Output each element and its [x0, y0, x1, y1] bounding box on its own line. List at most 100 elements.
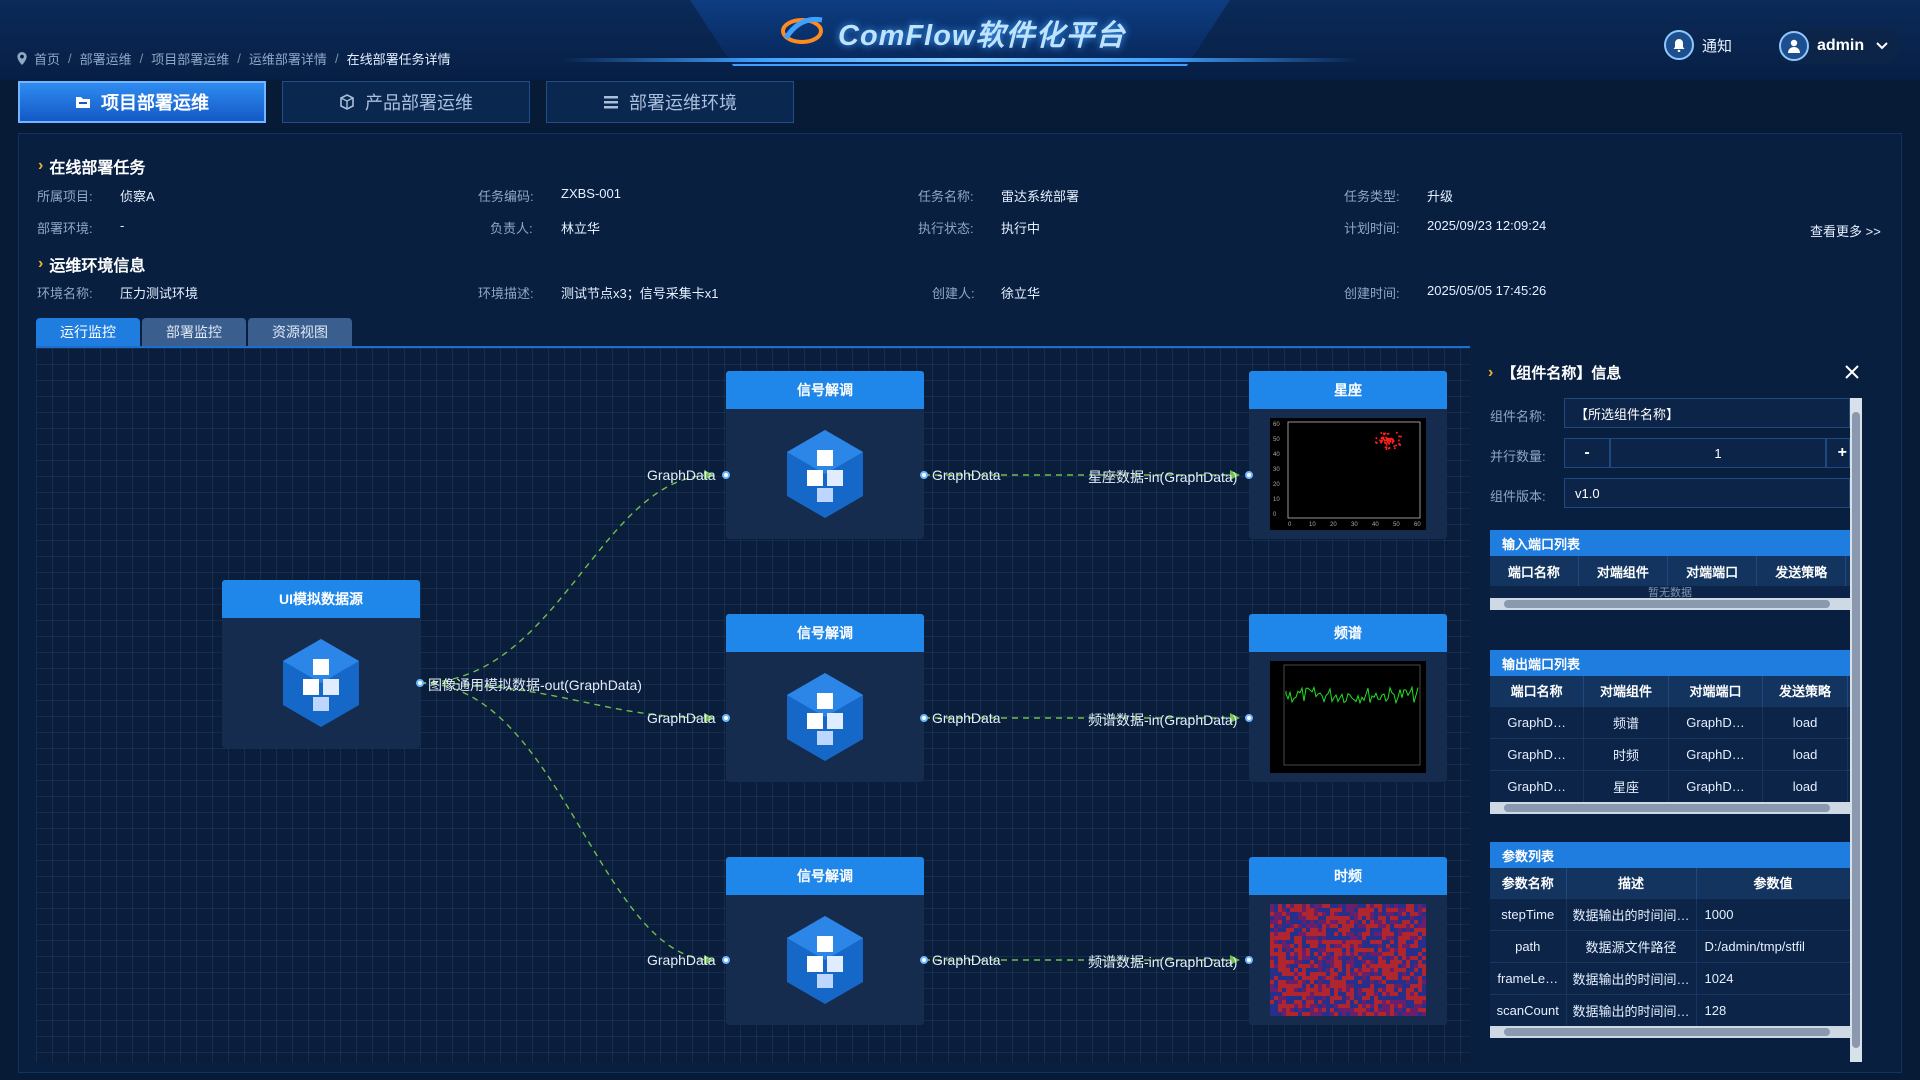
heatmap-cell — [1410, 1012, 1414, 1016]
heatmap-cell — [1326, 996, 1330, 1000]
heatmap-cell — [1318, 952, 1322, 956]
heatmap-cell — [1358, 952, 1362, 956]
heatmap-cell — [1418, 976, 1422, 980]
heatmap-cell — [1374, 940, 1378, 944]
user-menu[interactable]: admin — [1777, 28, 1901, 64]
heatmap-cell — [1386, 924, 1390, 928]
view-more-link[interactable]: 查看更多 >> — [1810, 224, 1881, 239]
tab-project-ops[interactable]: 项目部署运维 — [18, 81, 266, 123]
heatmap-cell — [1418, 1000, 1422, 1004]
heatmap-cell — [1390, 948, 1394, 952]
scatter-point — [1381, 439, 1384, 442]
heatmap-cell — [1290, 992, 1294, 996]
demod-in-port[interactable] — [722, 714, 730, 722]
heatmap-cell — [1278, 1004, 1282, 1008]
heatmap-cell — [1334, 912, 1338, 916]
node-signal-demod[interactable]: 信号解调 — [726, 614, 924, 782]
demod-out-port[interactable] — [920, 956, 928, 964]
x-tick-label: 50 — [1393, 522, 1400, 528]
increment-button[interactable]: + — [1826, 438, 1850, 468]
output-port-hscroll[interactable] — [1490, 802, 1850, 814]
cell[interactable]: 1000 — [1696, 897, 1850, 930]
param-hscroll[interactable] — [1490, 1026, 1850, 1038]
heatmap-cell — [1278, 980, 1282, 984]
source-out-port[interactable] — [416, 679, 424, 687]
scrollbar-thumb[interactable] — [1504, 600, 1830, 608]
component-name-field[interactable]: 【所选组件名称】 — [1564, 398, 1850, 428]
node-signal-demod[interactable]: 信号解调 — [726, 371, 924, 539]
tab-run-monitor[interactable]: 运行监控 — [36, 318, 140, 346]
sink-in-port[interactable] — [1245, 956, 1253, 964]
heatmap-cell — [1362, 996, 1366, 1000]
decrement-button[interactable]: - — [1564, 438, 1610, 468]
heatmap-cell — [1410, 908, 1414, 912]
scrollbar-thumb[interactable] — [1504, 1028, 1830, 1036]
scrollbar-thumb[interactable] — [1852, 412, 1860, 1048]
parallel-count-stepper[interactable]: - 1 + — [1564, 438, 1850, 468]
cell[interactable]: 128 — [1696, 993, 1850, 1026]
demod-out-port[interactable] — [920, 471, 928, 479]
panel-scrollbar[interactable] — [1850, 398, 1862, 1062]
heatmap-cell — [1274, 976, 1278, 980]
table-row[interactable]: scanCount 数据输出的时间间… 128 — [1490, 993, 1850, 1026]
heatmap-cell — [1402, 916, 1406, 920]
heatmap-cell — [1334, 928, 1338, 932]
tab-ops-environment[interactable]: 部署运维环境 — [546, 81, 794, 123]
col-peer-component: 对端组件 — [1583, 676, 1669, 706]
demod-out-port[interactable] — [920, 714, 928, 722]
heatmap-cell — [1362, 1008, 1366, 1012]
demod-in-port[interactable] — [722, 956, 730, 964]
breadcrumb-ops-detail[interactable]: 运维部署详情 — [248, 52, 327, 67]
breadcrumb-home[interactable]: 首页 — [34, 52, 61, 67]
table-row[interactable]: stepTime 数据输出的时间间… 1000 — [1490, 897, 1850, 930]
table-row[interactable]: GraphD… 频谱 GraphD… load — [1490, 705, 1850, 738]
heatmap-cell — [1394, 912, 1398, 916]
component-version-field[interactable]: v1.0 — [1564, 478, 1850, 508]
input-port-hscroll[interactable] — [1490, 598, 1850, 610]
node-ui-data-source[interactable]: UI模拟数据源 — [222, 580, 420, 748]
parallel-count-input[interactable]: 1 — [1610, 438, 1826, 468]
heatmap-cell — [1322, 948, 1326, 952]
heatmap-cell — [1378, 992, 1382, 996]
sink-in-port[interactable] — [1245, 714, 1253, 722]
heatmap-cell — [1366, 952, 1370, 956]
heatmap-cell — [1394, 980, 1398, 984]
table-row[interactable]: GraphD… 星座 GraphD… load — [1490, 769, 1850, 802]
heatmap-cell — [1362, 908, 1366, 912]
node-time-frequency[interactable]: 时频 — [1249, 857, 1447, 1025]
table-row[interactable]: path 数据源文件路径 D:/admin/tmp/stfil — [1490, 929, 1850, 962]
cell[interactable]: D:/admin/tmp/stfil — [1696, 929, 1850, 962]
heatmap-cell — [1330, 992, 1334, 996]
node-signal-demod[interactable]: 信号解调 — [726, 857, 924, 1025]
heatmap-cell — [1394, 1012, 1398, 1016]
heatmap-cell — [1354, 936, 1358, 940]
breadcrumb-deploy-ops[interactable]: 部署运维 — [79, 52, 132, 67]
tab-deploy-monitor[interactable]: 部署监控 — [142, 318, 246, 346]
tab-product-ops[interactable]: 产品部署运维 — [282, 81, 530, 123]
env-desc-value: 测试节点x3；信号采集卡x1 — [561, 286, 719, 301]
tab-resource-view[interactable]: 资源视图 — [248, 318, 352, 346]
heatmap-cell — [1322, 924, 1326, 928]
heatmap-cell — [1306, 972, 1310, 976]
cell[interactable]: 1024 — [1696, 961, 1850, 994]
heatmap-cell — [1354, 964, 1358, 968]
breadcrumb-project-ops[interactable]: 项目部署运维 — [151, 52, 230, 67]
heatmap-cell — [1422, 920, 1426, 924]
heatmap-cell — [1290, 932, 1294, 936]
heatmap-cell — [1298, 996, 1302, 1000]
node-spectrum[interactable]: 频谱 — [1249, 614, 1447, 782]
close-icon[interactable] — [1844, 364, 1860, 380]
demod-in-port[interactable] — [722, 471, 730, 479]
table-row[interactable]: frameLe… 数据输出的时间间… 1024 — [1490, 961, 1850, 994]
sink-in-port[interactable] — [1245, 471, 1253, 479]
heatmap-cell — [1366, 968, 1370, 972]
cell: GraphD… — [1668, 769, 1764, 802]
heatmap-cell — [1358, 932, 1362, 936]
heatmap-cell — [1318, 964, 1322, 968]
heatmap-cell — [1386, 908, 1390, 912]
notify-button[interactable]: 通知 — [1664, 30, 1732, 60]
table-row[interactable]: GraphD… 时频 GraphD… load — [1490, 737, 1850, 770]
heatmap-cell — [1342, 956, 1346, 960]
scrollbar-thumb[interactable] — [1504, 804, 1830, 812]
